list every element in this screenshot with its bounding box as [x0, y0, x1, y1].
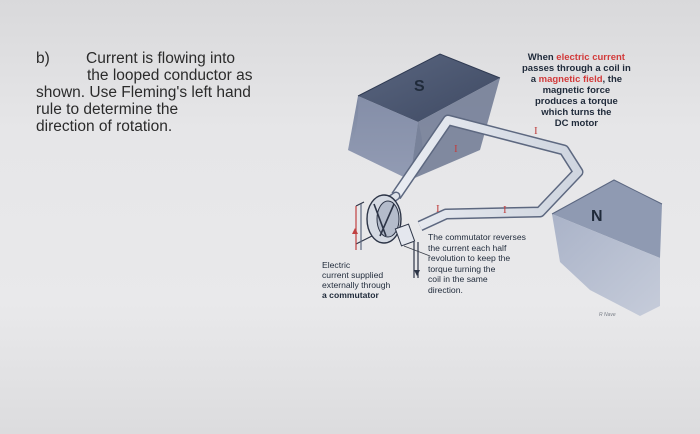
electric-note-line-1: Electric [322, 260, 351, 270]
note-top-line-3a: a [530, 74, 539, 85]
electric-current-note: Electric current supplied externally thr… [322, 260, 390, 300]
question-text: b) Current is flowing into the looped con… [36, 50, 306, 135]
north-pole-magnet [551, 179, 663, 316]
current-mark-coil-right: I [534, 125, 538, 137]
note-top-line-1a: When [527, 52, 557, 63]
commutator-note-line-2: the current each half [428, 242, 507, 253]
note-top-line-4: magnetic force [542, 85, 611, 96]
question-line-3: shown. Use Fleming's left hand [36, 84, 251, 101]
question-part-label: b) [36, 50, 50, 67]
note-top-line-3b: magnetic field [538, 74, 603, 85]
question-line-2: the looped conductor as [87, 67, 253, 84]
commutator-note-line-1: The commutator reverses [428, 232, 526, 242]
electric-note-line-2: current supplied [322, 270, 384, 280]
note-top-line-3: a magnetic field, the [522, 74, 631, 85]
question-line-5: direction of rotation. [36, 118, 173, 135]
brush-wires [352, 201, 420, 278]
note-top-line-5: produces a torque [534, 96, 618, 107]
current-mark-coil-left: I [454, 143, 458, 155]
motor-explanation-note: When electric current passes through a c… [522, 52, 631, 129]
commutator-note-line-5: coil in the same [428, 274, 488, 285]
current-mark-coil-bottom: I [436, 203, 440, 215]
note-top-line-2: passes through a coil in [522, 63, 631, 74]
electric-note-line-3: externally through [322, 280, 391, 290]
question-line-1: b) Current is flowing into [36, 50, 306, 67]
current-mark-coil-bottom-right: I [503, 204, 507, 216]
commutator-note: The commutator reverses the current each… [428, 232, 526, 296]
image-credit: R Nave [599, 312, 616, 318]
note-top-line-1: When electric current [522, 52, 631, 63]
note-top-line-6: which turns the [541, 107, 612, 118]
south-pole-magnet [348, 53, 501, 180]
commutator-note-line-6: direction. [428, 284, 463, 295]
question-line-4: rule to determine the [36, 101, 179, 118]
question-line-1-text: Current is flowing into [86, 50, 236, 67]
note-top-line-3c: , the [602, 74, 623, 85]
commutator [366, 194, 416, 247]
electric-note-line-4: a commutator [322, 290, 379, 300]
commutator-note-line-4: torque turning the [428, 263, 496, 274]
note-top-line-7: DC motor [554, 118, 599, 129]
commutator-note-pointer [403, 245, 431, 257]
south-pole-label: S [414, 78, 425, 95]
note-top-line-1b: electric current [556, 52, 625, 63]
north-pole-label: N [591, 208, 603, 225]
commutator-note-line-3: revolution to keep the [428, 253, 511, 264]
